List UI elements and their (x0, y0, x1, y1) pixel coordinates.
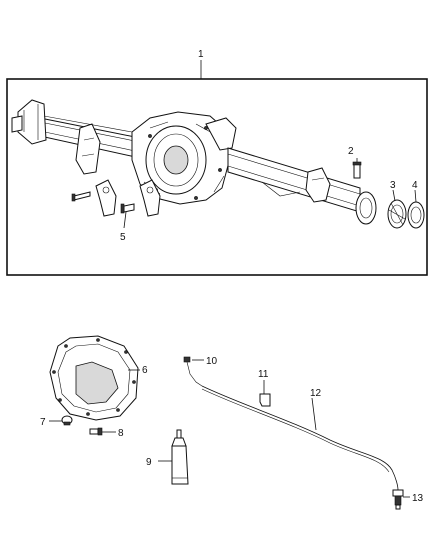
leader-line-3 (392, 189, 396, 202)
vent-fitting (183, 356, 203, 387)
callout-10: 10 (206, 356, 218, 367)
vent-bolt (352, 161, 362, 179)
axle-housing (11, 99, 377, 225)
callout-4: 4 (412, 180, 418, 191)
callout-5: 5 (120, 232, 126, 243)
bearing-cap-set (71, 179, 161, 217)
fill-plug (61, 415, 73, 426)
cover-bolt (89, 427, 103, 436)
leader-line-5 (123, 211, 127, 229)
callout-7: 7 (40, 417, 46, 428)
leader-line-4 (414, 189, 417, 203)
callout-9: 9 (146, 457, 152, 468)
axle-assembly-frame (6, 78, 428, 276)
vent-hose (201, 385, 399, 491)
hose-connector (392, 489, 404, 510)
callout-11: 11 (258, 369, 269, 380)
callout-3: 3 (390, 180, 396, 191)
callout-2: 2 (348, 146, 354, 157)
axle-seal (407, 201, 425, 229)
callout-13: 13 (412, 493, 424, 504)
differential-cover (49, 335, 139, 421)
callout-8: 8 (118, 428, 124, 439)
leader-line-12 (311, 397, 317, 431)
callout-12: 12 (310, 388, 322, 399)
callout-1: 1 (198, 49, 204, 60)
axle-bearing (387, 199, 407, 229)
callout-6: 6 (142, 365, 148, 376)
hose-clip (259, 393, 271, 407)
sealant-tube (171, 429, 189, 485)
